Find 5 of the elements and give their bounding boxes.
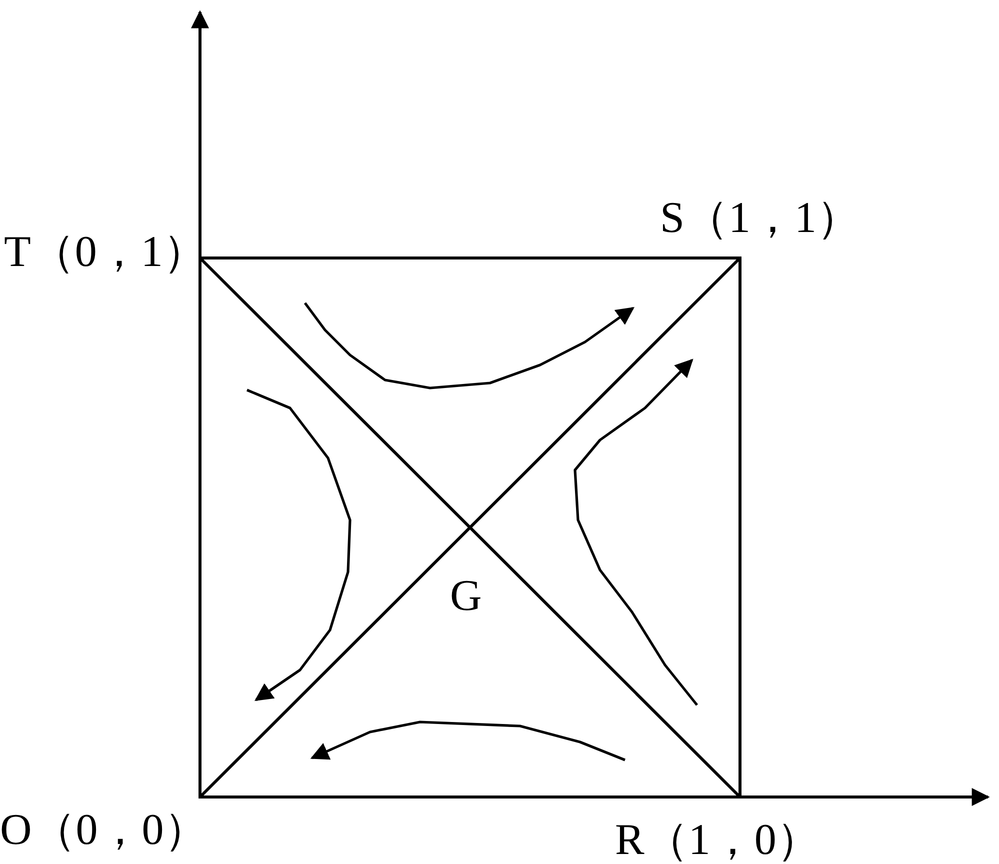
point-label: G: [450, 574, 482, 618]
point-label: S（1，1）: [660, 196, 860, 240]
point-label: O（0，0）: [0, 808, 208, 852]
point-label: R（1，0）: [615, 818, 820, 862]
point-label: T（0，1）: [4, 230, 207, 274]
